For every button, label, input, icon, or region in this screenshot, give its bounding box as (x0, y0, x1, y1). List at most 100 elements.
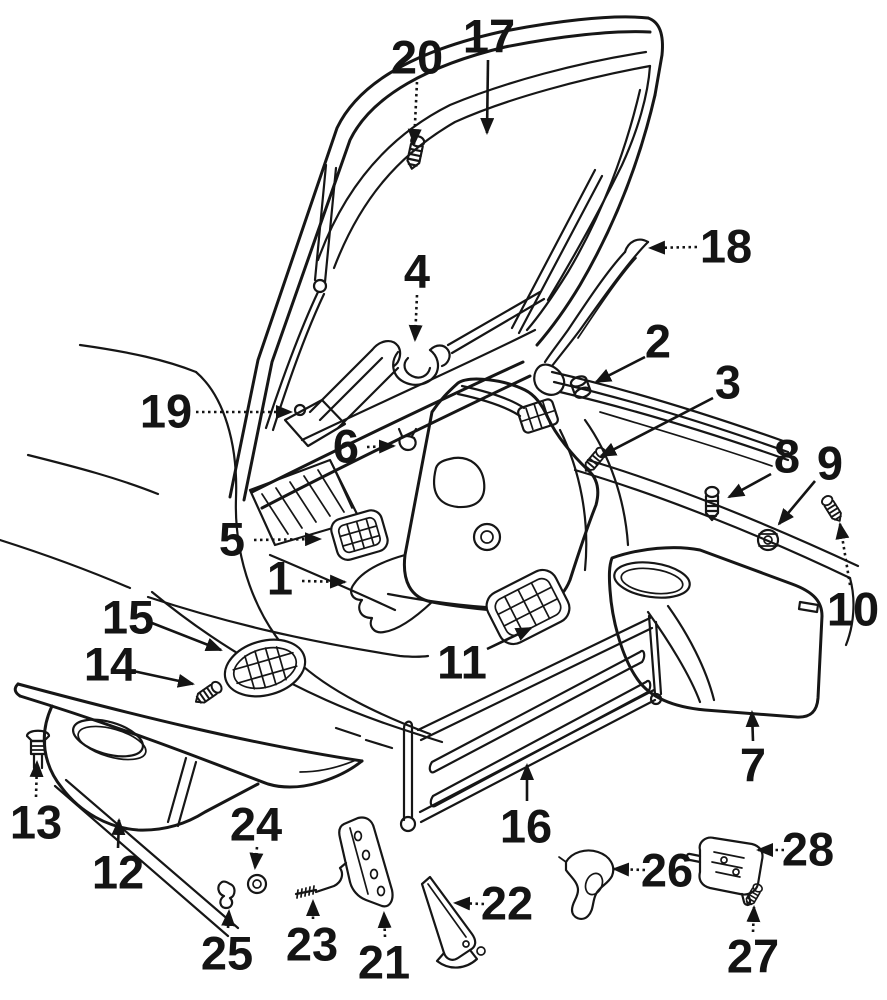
hook-outer (392, 348, 440, 386)
callout-arrow (612, 862, 646, 877)
panel-oval-inner (620, 567, 684, 595)
callout-number: 18 (700, 220, 752, 273)
deck-corner (844, 576, 855, 647)
band-top-edge (16, 682, 364, 763)
callout-arrow (648, 240, 698, 255)
callout-2: 2 (594, 315, 671, 384)
bolt-threads (296, 885, 315, 899)
callout-number: 1 (267, 552, 293, 605)
pull-cup-inner (77, 725, 147, 761)
callout-11: 11 (437, 626, 533, 689)
callout-1: 1 (267, 552, 347, 605)
grommet-outer (246, 873, 268, 895)
callout-arrow (745, 710, 760, 742)
callout-number: 13 (10, 796, 62, 849)
security-shade (399, 614, 663, 833)
callout-number: 19 (140, 385, 192, 438)
bracket-hole (584, 872, 604, 896)
clip-body (217, 880, 236, 910)
support-strut-lower (446, 290, 546, 355)
callout-arrow (301, 574, 347, 589)
quarter-sweep-line (146, 595, 430, 658)
callout-number: 20 (391, 31, 443, 84)
bracket-inner-line (427, 883, 467, 938)
callout-number: 12 (92, 846, 144, 899)
panel-opening (432, 456, 486, 509)
grille-inner (337, 516, 382, 554)
bracket-22 (420, 875, 486, 969)
bracket-foot (435, 948, 479, 969)
callout-number: 9 (817, 437, 843, 490)
callout-13: 13 (10, 760, 62, 849)
nut-facets (758, 533, 778, 547)
callout-number: 7 (740, 739, 766, 792)
liftgate-top-corner (646, 16, 664, 97)
callout-arrow (480, 59, 495, 135)
callout-number: 26 (641, 844, 693, 897)
callout-arrow (377, 911, 392, 938)
striker-hook-4 (392, 344, 451, 386)
liftgate-right-edge (535, 93, 657, 347)
belt-guide-rails (533, 363, 790, 467)
sail-garnish-trim (543, 238, 650, 368)
bracket-21 (338, 816, 394, 908)
callout-arrow (132, 669, 195, 688)
callout-arrow (727, 472, 772, 499)
panel-outline (402, 377, 600, 614)
nut-body (756, 528, 780, 552)
rail-end-loop (533, 363, 566, 396)
hinge-arm (308, 348, 400, 430)
pull-cup-opening (72, 718, 144, 758)
clip-body (397, 427, 418, 452)
hook-bolt-23 (294, 861, 348, 899)
callout-24: 24 (230, 798, 282, 870)
callout-16: 16 (500, 763, 552, 853)
callout-number: 16 (500, 800, 552, 853)
liftgate-sill-edge (250, 360, 532, 510)
rail-rod (599, 411, 773, 467)
callout-7: 7 (740, 710, 766, 792)
shoulder-belt-guide (517, 398, 559, 434)
hatch-lines (261, 463, 353, 535)
pin-ribs (30, 745, 46, 751)
retractor-hole-inner (480, 530, 494, 544)
panel-oval-opening (613, 561, 691, 599)
shade-right-cap (649, 692, 663, 706)
callout-4: 4 (404, 245, 430, 342)
body-sketch-line (0, 538, 132, 590)
shade-left-post (402, 720, 414, 822)
lower-fender-line (150, 590, 444, 744)
shade-slat-1 (428, 649, 646, 774)
car-body-lines (0, 343, 526, 938)
bracket-knob (476, 946, 486, 956)
callout-arrow (486, 626, 533, 651)
garnish-outer (550, 240, 650, 368)
callout-22: 22 (453, 877, 533, 930)
shade-right-post (647, 614, 663, 696)
callout-28: 28 (756, 823, 834, 876)
clip-6 (397, 427, 418, 452)
strut-ball-stud (312, 278, 328, 294)
grommet-24 (246, 873, 268, 895)
grille-grid (497, 581, 559, 633)
hinge-bolt (293, 403, 307, 417)
liftgate-hinge-assembly (283, 340, 402, 448)
callout-number: 17 (463, 10, 515, 63)
callout-number: 10 (827, 583, 879, 636)
clip-2 (569, 375, 592, 399)
callout-arrow (453, 896, 485, 911)
latch-28 (685, 836, 764, 906)
callout-number: 6 (333, 420, 359, 473)
callout-20: 20 (391, 31, 443, 146)
callout-number: 22 (481, 877, 533, 930)
bracket-26 (558, 849, 615, 920)
liftgate-open (228, 15, 664, 510)
quarter-trim-panel-right (607, 546, 824, 719)
vent-grille-11 (485, 568, 571, 646)
rear-fender-arc (194, 370, 432, 736)
callout-arrow (407, 81, 422, 146)
bolt-hook (314, 861, 348, 894)
nut-9 (756, 528, 780, 552)
panel-crease (166, 756, 198, 828)
